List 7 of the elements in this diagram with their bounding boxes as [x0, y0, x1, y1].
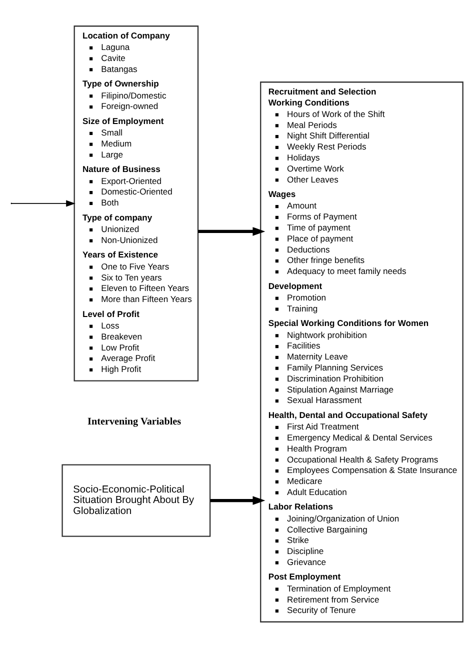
node-box: Socio-Economic-Political Situation Brought About By Globalization: [62, 464, 211, 536]
arrow: [198, 226, 266, 236]
arrow: [210, 496, 266, 504]
arrow: [11, 200, 76, 206]
node-box: Location of Company Laguna Cavite Batangas Type of Ownership Filipino/Domestic Foreign-owned Size of Employment Small Medium Large Nature of Business Export-Oriented Domestic-Oriented Both Type of company Unionized Non-Unionized Years of Existence One to Five Years Six to Ten years Eleven to Fifteen Years More than Fifteen Years Level of Profit Loss Breakeven Low Profit Average Profit High Profit: [74, 25, 199, 381]
label: Intervening Variables: [88, 416, 182, 428]
node-box: Recruitment and Selection Working Conditions Hours of Work of the Shift Meal Periods Night Shift Differential Weekly Rest Periods Holidays Overtime Work Other Leaves Wages Amount Forms of Payment Time of payment Place of payment Deductions Other fringe benefits Adequacy to meet family needs Development Promotion Training Special Working Conditions for Women Nightwork prohibition Facilities Maternity Leave Family Planning Services Discrimination Prohibition Stipulation Against Marriage Sexual Harassment Health, Dental and Occupational Safety First Aid Treatment Emergency Medical & Dental Services Health Program Occupational Health & Safety Programs Employees Compensation & State Insurance Medicare Adult Education Labor Relations Joining/Organization of Union Collective Bargaining Strike Discipline Grievance Post Employment Termination of Employment Retirement from Service Security of Tenure: [260, 81, 464, 622]
